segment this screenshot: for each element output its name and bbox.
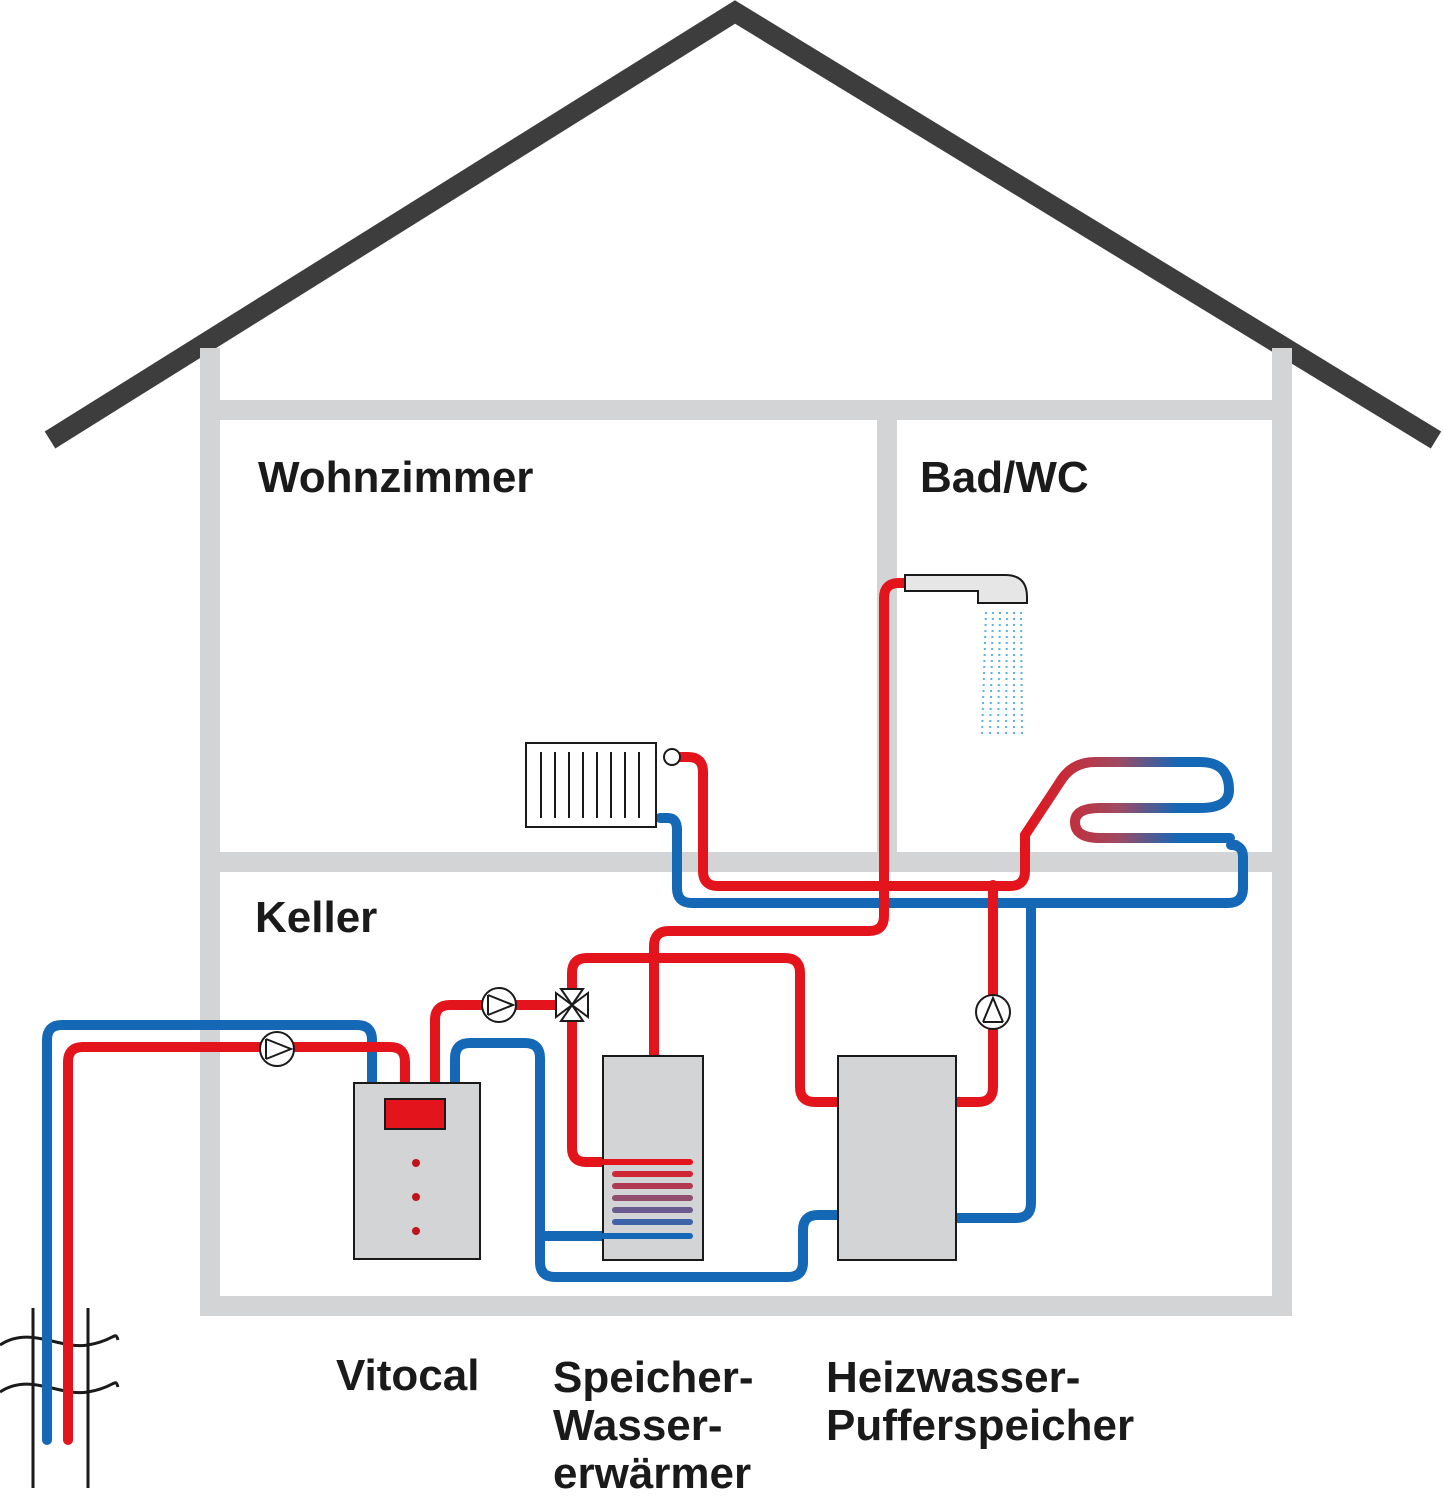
radiator-fins <box>540 752 640 818</box>
buffer-return-pipe <box>952 898 1036 1223</box>
house-structure <box>44 0 1442 1316</box>
heating-coil <box>600 1159 693 1239</box>
shower-water-spray <box>981 611 1023 736</box>
status-led <box>412 1159 420 1167</box>
basement-return-main <box>535 1210 843 1282</box>
device-label-dhw-cylinder: Speicher- Wasser- erwärmer <box>553 1353 766 1498</box>
heat-pump-return-pipe <box>450 1038 608 1241</box>
heating-circuit-pump-icon <box>975 994 1011 1030</box>
dhw-cylinder-body <box>602 1055 704 1261</box>
status-led <box>412 1227 420 1235</box>
buffer-supply-pipe <box>952 880 998 1107</box>
return-collector <box>655 813 1248 908</box>
brine-pump-icon <box>259 1031 295 1067</box>
underfloor-heating-loop <box>1020 757 1235 843</box>
brine-supply-pipe <box>63 1042 410 1445</box>
heat-pump-display <box>384 1098 446 1130</box>
room-label-living: Wohnzimmer <box>258 453 533 502</box>
radiator-supply-line <box>674 752 1030 891</box>
ground-probe <box>0 1308 120 1488</box>
break-mark-upper <box>0 1334 120 1348</box>
status-led <box>412 1193 420 1201</box>
three-way-valve-icon <box>555 988 589 1022</box>
radiator-body <box>525 742 657 828</box>
hot-water-supply-line <box>649 578 910 1061</box>
dhw-coil-supply <box>567 1000 608 1167</box>
roof <box>44 0 1442 449</box>
thermostat-valve-icon <box>663 748 681 766</box>
device-label-buffer-tank: Heizwasser- Pufferspeicher <box>826 1353 1134 1450</box>
room-label-basement: Keller <box>255 893 377 942</box>
radiator <box>525 742 681 828</box>
return-pipes <box>42 813 1248 1445</box>
room-label-bathroom: Bad/WC <box>920 453 1089 502</box>
buffer-tank-body <box>837 1055 957 1261</box>
dhw-cylinder <box>600 1055 704 1261</box>
heating-supply-line <box>567 953 843 1107</box>
ceiling-upper <box>200 400 1292 420</box>
heat-pump-unit <box>353 1082 481 1260</box>
heat-pump-supply-pipe <box>430 1000 561 1087</box>
shower-head-icon <box>904 574 1028 604</box>
wall-left <box>200 348 220 1316</box>
supply-pipes <box>63 578 1030 1445</box>
break-mark-lower <box>0 1381 120 1395</box>
floor-basement <box>200 1296 1292 1316</box>
brine-return-pipe <box>42 1020 377 1445</box>
device-label-heat-pump: Vitocal <box>336 1351 479 1400</box>
shower <box>904 574 1028 736</box>
floor-ground <box>200 852 1292 872</box>
charging-pump-icon <box>481 987 517 1023</box>
wall-right <box>1272 348 1292 1316</box>
